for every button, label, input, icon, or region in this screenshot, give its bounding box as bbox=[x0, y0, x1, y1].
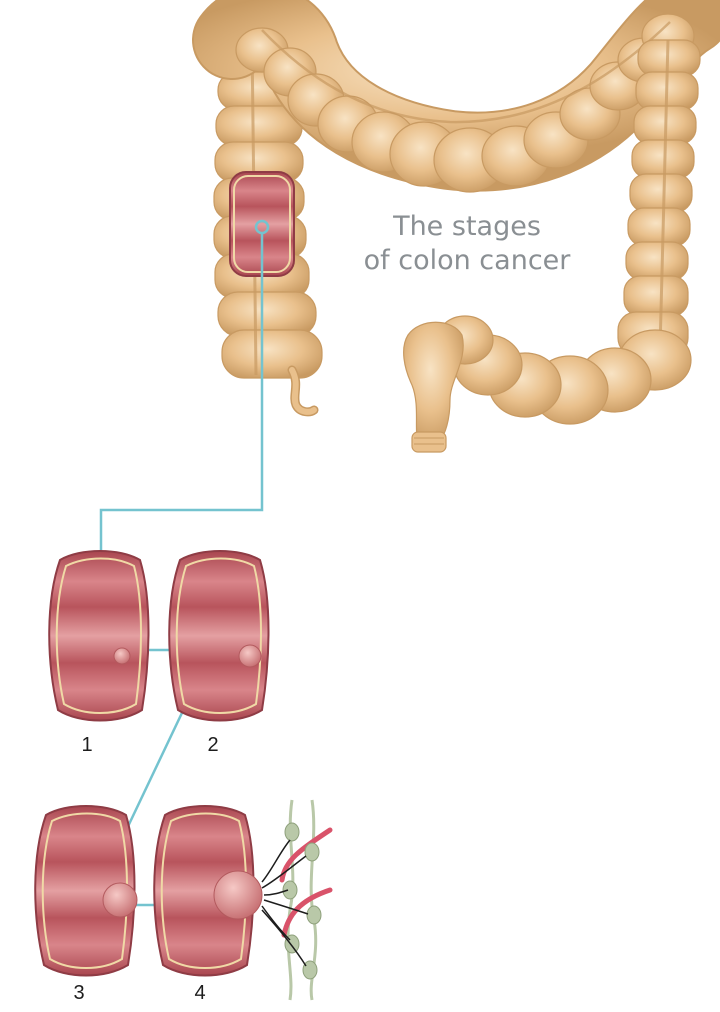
tumor-stage-2 bbox=[238, 644, 262, 668]
stage-3-tissue bbox=[34, 805, 138, 977]
large-intestine bbox=[192, 0, 720, 453]
stage-label-2: 2 bbox=[207, 734, 219, 756]
stage-1-tissue bbox=[48, 550, 150, 722]
stage-label-1: 1 bbox=[81, 734, 93, 756]
diagram-title: The stages of colon cancer bbox=[352, 210, 582, 278]
stage-label-4: 4 bbox=[194, 982, 206, 1004]
tumor-stage-4 bbox=[213, 870, 263, 920]
stage-2-tissue bbox=[168, 550, 270, 722]
stage-4-tissue bbox=[153, 805, 263, 977]
lymph-vessels bbox=[261, 799, 333, 1001]
title-line-1: The stages bbox=[393, 211, 541, 242]
tumor-stage-3 bbox=[102, 882, 138, 918]
title-line-2: of colon cancer bbox=[363, 245, 571, 276]
stage-label-3: 3 bbox=[73, 982, 85, 1004]
transverse-colon bbox=[192, 0, 720, 193]
polyp-stage-1 bbox=[113, 647, 131, 665]
sigmoid-colon bbox=[436, 315, 692, 425]
rectum bbox=[403, 321, 464, 453]
